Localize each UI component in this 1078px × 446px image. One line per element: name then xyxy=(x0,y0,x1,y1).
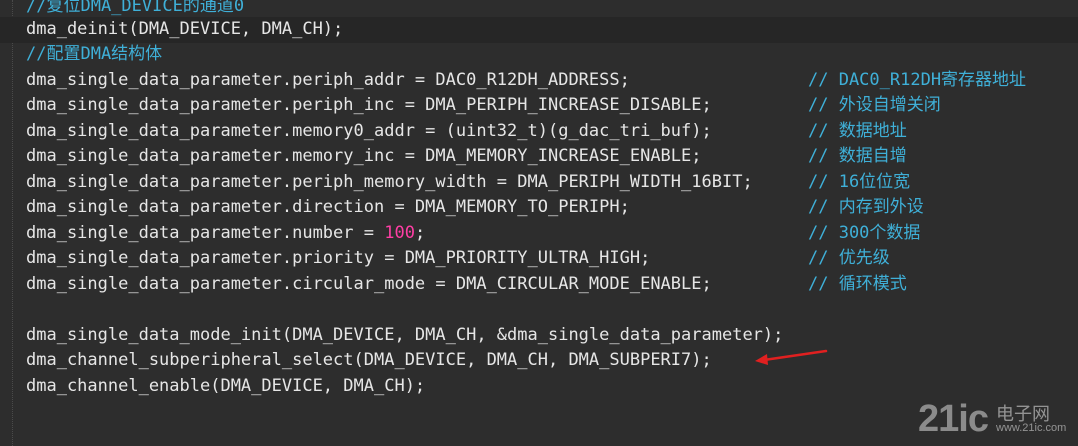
inline-comment: // 内存到外设 xyxy=(808,197,924,217)
code-text: dma_single_data_parameter.memory_inc = D… xyxy=(26,146,702,166)
inline-comment: // 外设自增关闭 xyxy=(808,95,941,115)
code-line-12[interactable] xyxy=(0,297,1078,323)
code-text: dma_single_data_parameter.circular_mode … xyxy=(26,273,712,294)
code-text: dma_single_data_parameter.number = 100; xyxy=(26,221,425,247)
inline-comment: // 数据自增 xyxy=(808,146,907,166)
code-line-10[interactable]: dma_single_data_parameter.priority = DMA… xyxy=(0,246,1078,272)
code-line-9[interactable]: dma_single_data_parameter.number = 100; … xyxy=(0,221,1078,247)
watermark-logo: 21ic 电子网 www.21ic.com xyxy=(918,398,1068,440)
code-text: dma_channel_enable(DMA_DEVICE, DMA_CH); xyxy=(26,375,426,396)
watermark-cn-text: 电子网 xyxy=(996,404,1050,425)
code-text: dma_single_data_mode_init(DMA_DEVICE, DM… xyxy=(26,324,784,345)
code-line-6[interactable]: dma_single_data_parameter.memory_inc = D… xyxy=(0,144,1078,170)
comment-text: //复位DMA_DEVICE的通道0 xyxy=(26,0,245,16)
code-line-11[interactable]: dma_single_data_parameter.circular_mode … xyxy=(0,272,1078,298)
inline-comment: // 优先级 xyxy=(808,248,890,268)
code-line-2[interactable]: //配置DMA结构体 xyxy=(0,42,1078,68)
watermark-logo-text: 21ic xyxy=(918,398,989,440)
code-text: dma_single_data_parameter.periph_memory_… xyxy=(26,171,753,192)
code-line-8[interactable]: dma_single_data_parameter.direction = DM… xyxy=(0,195,1078,221)
code-text: dma_single_data_parameter.direction = DM… xyxy=(26,197,630,217)
indent-guide xyxy=(12,0,13,446)
inline-comment: // 数据地址 xyxy=(808,120,907,141)
inline-comment: // 300个数据 xyxy=(808,222,921,243)
inline-comment: // DAC0_R12DH寄存器地址 xyxy=(808,69,1027,90)
number-literal: 100 xyxy=(384,222,415,243)
inline-comment: // 16位位宽 xyxy=(808,171,911,192)
code-text: dma_single_data_parameter.priority = DMA… xyxy=(26,248,651,268)
watermark-url-text: www.21ic.com xyxy=(996,422,1067,434)
code-text: dma_channel_subperipheral_select(DMA_DEV… xyxy=(26,350,712,370)
code-line-14[interactable]: dma_channel_subperipheral_select(DMA_DEV… xyxy=(0,348,1078,374)
code-text: dma_single_data_parameter.periph_addr = … xyxy=(26,69,630,90)
code-text: dma_deinit(DMA_DEVICE, DMA_CH); xyxy=(26,19,344,39)
code-line-0[interactable]: //复位DMA_DEVICE的通道0 xyxy=(0,0,1078,20)
code-text-after: ; xyxy=(414,222,426,243)
code-line-13[interactable]: dma_single_data_mode_init(DMA_DEVICE, DM… xyxy=(0,323,1078,349)
code-line-4[interactable]: dma_single_data_parameter.periph_inc = D… xyxy=(0,93,1078,119)
code-line-15[interactable]: dma_channel_enable(DMA_DEVICE, DMA_CH); xyxy=(0,374,1078,400)
code-line-3[interactable]: dma_single_data_parameter.periph_addr = … xyxy=(0,68,1078,94)
code-line-7[interactable]: dma_single_data_parameter.periph_memory_… xyxy=(0,170,1078,196)
code-line-1[interactable]: dma_deinit(DMA_DEVICE, DMA_CH); xyxy=(0,17,1078,43)
code-text: dma_single_data_parameter.periph_inc = D… xyxy=(26,95,712,115)
inline-comment: // 循环模式 xyxy=(808,273,907,294)
code-text-before: dma_single_data_parameter.number = xyxy=(26,222,385,243)
code-text: dma_single_data_parameter.memory0_addr =… xyxy=(26,120,712,141)
code-line-5[interactable]: dma_single_data_parameter.memory0_addr =… xyxy=(0,119,1078,145)
annotation-arrow-icon xyxy=(755,349,828,365)
comment-text: //配置DMA结构体 xyxy=(26,44,163,64)
